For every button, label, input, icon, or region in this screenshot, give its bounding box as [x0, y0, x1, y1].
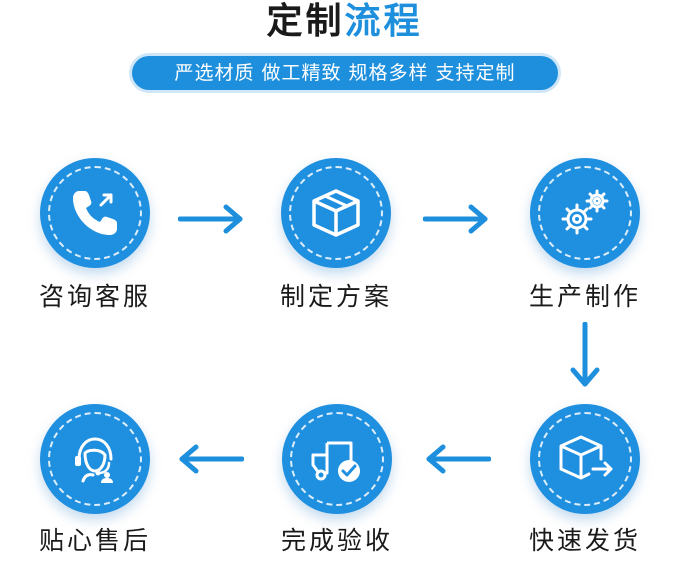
arrow-left-icon	[179, 444, 244, 474]
shipping-box-icon-circle	[530, 404, 640, 514]
delivery-truck-check-icon-circle	[282, 404, 392, 514]
arrow-left-icon	[426, 444, 491, 474]
step-label: 咨询客服	[38, 282, 151, 311]
phone-icon	[73, 191, 117, 235]
customer-service-headset-icon	[75, 437, 113, 483]
step-label: 制定方案	[279, 282, 392, 311]
title-part-2: 流程	[344, 1, 423, 42]
step-label: 完成验收	[280, 526, 393, 555]
step-label: 生产制作	[528, 282, 641, 311]
page-title: 定制流程	[0, 2, 689, 42]
phone-icon-circle	[40, 158, 150, 268]
customer-service-headset-icon-circle	[40, 404, 150, 514]
arrow-right-icon	[423, 204, 488, 234]
arrow-down-icon	[570, 322, 600, 387]
gears-icon	[561, 189, 609, 235]
gears-icon-circle	[530, 158, 640, 268]
step-label: 快速发货	[528, 526, 641, 555]
box-icon	[312, 189, 360, 237]
feature-banner: 严选材质 做工精致 规格多样 支持定制	[132, 56, 558, 90]
title-part-1: 定制	[266, 1, 345, 42]
shipping-box-icon	[559, 435, 613, 480]
arrow-right-icon	[178, 204, 243, 234]
step-label: 贴心售后	[38, 526, 151, 555]
box-icon-circle	[281, 158, 391, 268]
delivery-truck-check-icon	[311, 441, 360, 482]
